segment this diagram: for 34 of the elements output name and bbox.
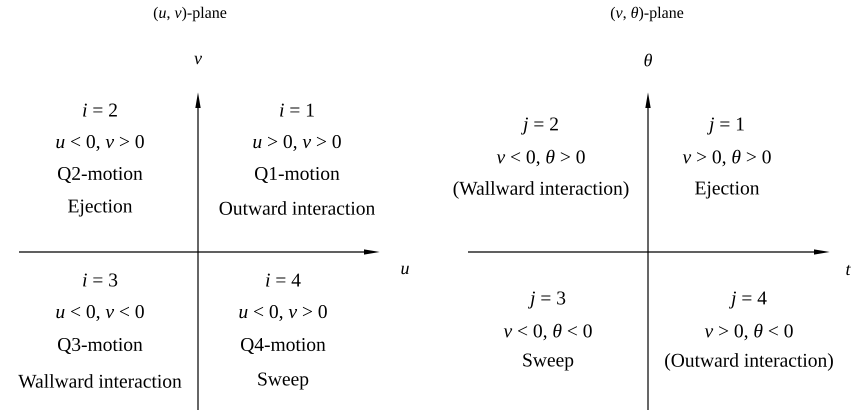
quadrant-label: j = 2 (520, 117, 558, 135)
quadrant-label: v < 0, θ > 0 (496, 150, 585, 166)
panel-title: (u, v)-plane (154, 6, 226, 22)
quadrant-label: i = 4 (266, 274, 301, 286)
quadrant-label: Q4-motion (241, 338, 326, 354)
quadrant-label: Q2-motion (58, 166, 142, 184)
quadrant-label: j = 3 (528, 291, 566, 309)
quadrant-label: Wallward interaction (18, 374, 182, 388)
quadrant-label: (Wallward interaction) (454, 181, 628, 199)
quadrant-label: i = 1 (280, 104, 314, 116)
axis-label: u (401, 266, 409, 274)
quadrant-label: Ejection (695, 181, 760, 199)
quadrant-label: Ejection (68, 199, 132, 217)
quadrant-label: Q3-motion (58, 338, 142, 354)
quadrant-label: u < 0, v > 0 (56, 135, 144, 151)
quadrant-label: Outward interaction (220, 201, 375, 215)
quadrant-label: (Outward interaction) (665, 353, 833, 371)
quadrant-label: Q1-motion (255, 166, 340, 184)
quadrant-label: u < 0, v < 0 (56, 305, 144, 321)
panel-title: (v, θ)-plane (610, 6, 684, 22)
quadrant-label: v < 0, θ < 0 (504, 324, 592, 340)
quadrant-label: Sweep (258, 372, 308, 390)
quadrant-label: u < 0, v > 0 (239, 305, 327, 321)
axis-label: v (194, 56, 202, 64)
quadrant-label: i = 3 (83, 273, 118, 287)
quadrant-label: Sweep (523, 353, 574, 371)
quadrant-label: v > 0, θ > 0 (682, 150, 771, 166)
quadrant-label: j = 1 (706, 117, 744, 135)
quadrant-label: v > 0, θ < 0 (704, 324, 793, 340)
axis-label: θ (644, 54, 652, 66)
quadrant-label: j = 4 (728, 291, 767, 309)
axis-label: t (846, 264, 851, 276)
quadrant-label: i = 2 (83, 104, 117, 116)
quadrant-label: u > 0, v > 0 (253, 135, 341, 151)
